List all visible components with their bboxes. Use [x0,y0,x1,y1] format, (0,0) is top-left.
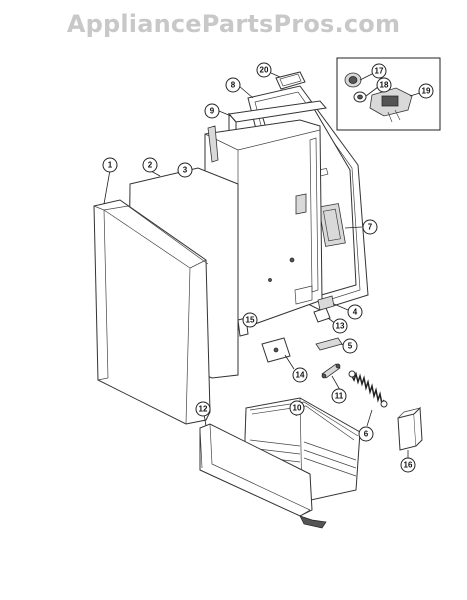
callout-7: 7 [362,219,378,235]
callout-20-label: 20 [260,66,269,75]
watermark-text: AppliancePartsPros.com [66,10,401,38]
callout-10-label: 10 [293,404,302,413]
callout-15-label: 15 [246,316,255,325]
part-1-outer-door [93,169,211,425]
callout-15: 15 [242,312,258,328]
callout-11: 11 [331,388,347,404]
callout-18: 18 [376,77,392,93]
callout-9: 9 [204,103,220,119]
callout-4-label: 4 [353,308,358,317]
part-6-spring [348,370,388,427]
callout-10: 10 [289,400,305,416]
callout-17: 17 [371,63,387,79]
callout-3: 3 [177,162,193,178]
callout-14-label: 14 [296,371,305,380]
callout-20: 20 [256,62,272,78]
callout-2-label: 2 [148,161,153,170]
callout-16-label: 16 [404,461,413,470]
part-5-link [315,337,347,351]
part-14-plate [261,337,295,370]
callout-4: 4 [347,304,363,320]
part-20-badge [270,71,306,90]
callout-13-label: 13 [336,322,345,331]
callout-11-label: 11 [335,392,344,401]
callout-7-label: 7 [368,223,373,232]
callout-16: 16 [400,457,416,473]
callout-6-label: 6 [364,430,369,439]
callout-3-label: 3 [183,166,188,175]
callout-5-label: 5 [348,342,353,351]
callout-2: 2 [142,157,158,173]
callout-1: 1 [102,157,118,173]
part-12-kick-panel [199,413,327,529]
callout-19: 19 [418,83,434,99]
callout-19-label: 19 [422,87,431,96]
callout-18-label: 18 [380,81,389,90]
callout-9-label: 9 [210,107,215,116]
part-13-bracket [313,307,337,325]
callout-5: 5 [342,338,358,354]
callout-12-label: 12 [199,405,208,414]
part-18-washer [353,86,379,103]
callout-6: 6 [358,426,374,442]
part-11-hinge-link [321,363,341,391]
callout-13: 13 [332,318,348,334]
callout-8-label: 8 [231,81,236,90]
callout-12: 12 [195,401,211,417]
callout-17-label: 17 [375,67,384,76]
callout-14: 14 [292,367,308,383]
part-16-bracket [397,406,423,458]
callout-8: 8 [225,77,241,93]
part-4-clip [317,295,349,311]
callout-1-label: 1 [108,161,113,170]
part-19-switch [369,87,421,123]
part-17-spring [344,72,373,88]
